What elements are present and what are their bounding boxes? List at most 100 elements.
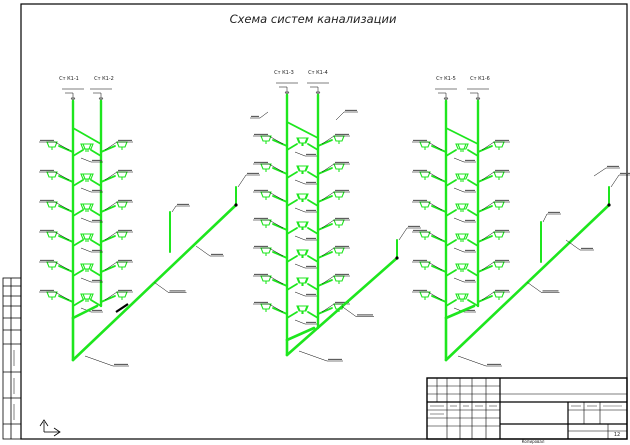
dimension-leader xyxy=(237,172,260,188)
floor-branch xyxy=(72,149,84,157)
dimension-leader xyxy=(412,199,443,211)
fixture-bowl xyxy=(297,249,309,256)
floor-branch xyxy=(317,307,333,315)
leader-line xyxy=(427,291,443,301)
dimension-leader xyxy=(253,133,284,145)
floor-branch xyxy=(286,199,298,207)
fixture-bowl xyxy=(419,171,431,178)
sanitary-fixture xyxy=(116,291,128,300)
dimension-leader xyxy=(39,169,70,181)
sanitary-fixture xyxy=(419,231,431,240)
floor-branch xyxy=(431,175,447,183)
riser-group xyxy=(253,82,421,362)
fixture-bowl xyxy=(80,263,92,270)
fixture-bowl xyxy=(80,233,92,240)
leader-line xyxy=(104,231,118,241)
dimension-leader xyxy=(412,139,443,151)
fixture-bowl xyxy=(260,275,272,282)
leader-line xyxy=(427,261,443,271)
dimension-leader xyxy=(453,247,476,253)
fixture-bowl xyxy=(455,173,467,180)
leader-line xyxy=(104,261,118,271)
floor-branch xyxy=(90,179,102,187)
leader-line xyxy=(294,151,306,157)
sanitary-fixture xyxy=(419,201,431,210)
fixture-bowl xyxy=(457,263,469,270)
fixture-bowl xyxy=(116,141,128,148)
fixture-bowl xyxy=(80,203,92,210)
riser-group xyxy=(39,88,260,367)
dimension-leader xyxy=(104,169,133,181)
floor-branch xyxy=(477,205,493,213)
fixture-bowl xyxy=(297,277,309,284)
sanitary-fixture xyxy=(80,203,92,212)
sanitary-fixture xyxy=(493,261,505,270)
floor-branch xyxy=(58,205,74,213)
leader-line xyxy=(453,157,465,163)
leader-line xyxy=(80,277,92,283)
leader-line xyxy=(294,319,306,325)
fixture-bowl xyxy=(116,201,128,208)
dimension-leader xyxy=(542,211,561,223)
sanitary-fixture xyxy=(455,263,467,272)
fixture-bowl xyxy=(333,247,345,254)
floor-branch xyxy=(307,255,319,263)
dimension-leader xyxy=(321,217,350,229)
leader-line xyxy=(453,247,465,253)
floor-branch xyxy=(467,209,479,217)
fixture-bowl xyxy=(46,201,58,208)
sanitary-fixture xyxy=(455,143,467,152)
fixture-bowl xyxy=(116,261,128,268)
sanitary-fixture xyxy=(116,171,128,180)
dimension-leader xyxy=(250,111,269,119)
floor-branch xyxy=(445,239,457,247)
floor-branch xyxy=(317,223,333,231)
outlet-end-marker xyxy=(234,203,238,207)
dimension-leader xyxy=(457,355,502,367)
leader-line xyxy=(321,163,335,173)
dimension-leader xyxy=(593,165,620,177)
leader-line xyxy=(54,201,70,211)
floor-branch xyxy=(286,283,298,291)
floor-branch xyxy=(72,179,84,187)
sanitary-fixture xyxy=(493,201,505,210)
sanitary-fixture xyxy=(419,141,431,150)
sanitary-fixture xyxy=(457,233,469,242)
fixture-bowl xyxy=(333,219,345,226)
fixture-bowl xyxy=(333,275,345,282)
dimension-leader xyxy=(412,229,443,241)
floor-branch xyxy=(317,139,333,147)
fixture-bowl xyxy=(297,221,309,228)
dimension-leader xyxy=(39,139,70,151)
floor-branch xyxy=(477,235,493,243)
sanitary-fixture xyxy=(455,293,467,302)
fixture-bowl xyxy=(493,201,505,208)
elevation-marker xyxy=(475,97,481,102)
leader-line xyxy=(54,141,70,151)
floor-branch xyxy=(100,205,116,213)
leader-line xyxy=(259,111,269,119)
leader-line xyxy=(80,247,92,253)
sanitary-fixture xyxy=(297,305,309,314)
fixture-bowl xyxy=(457,293,469,300)
leader-line xyxy=(341,306,357,317)
sanitary-fixture xyxy=(260,303,272,312)
floor-branch xyxy=(317,167,333,175)
riser-label: Ст К1-6 xyxy=(470,76,490,82)
floor-branch xyxy=(467,149,479,157)
dimension-leader xyxy=(253,217,284,229)
dimension-leader xyxy=(294,291,317,297)
leader-line xyxy=(80,307,92,313)
fixture-bowl xyxy=(419,231,431,238)
drawing-title: Схема систем канализации xyxy=(230,12,397,26)
fixture-bowl xyxy=(455,233,467,240)
leader-line xyxy=(453,217,465,223)
leader-line xyxy=(321,191,335,201)
leader-line xyxy=(610,174,620,188)
fixture-bowl xyxy=(297,305,309,312)
floor-branch xyxy=(307,227,319,235)
floor-branch xyxy=(477,295,493,303)
floor-branch xyxy=(72,269,84,277)
sanitary-fixture xyxy=(260,247,272,256)
sanitary-fixture xyxy=(80,143,92,152)
